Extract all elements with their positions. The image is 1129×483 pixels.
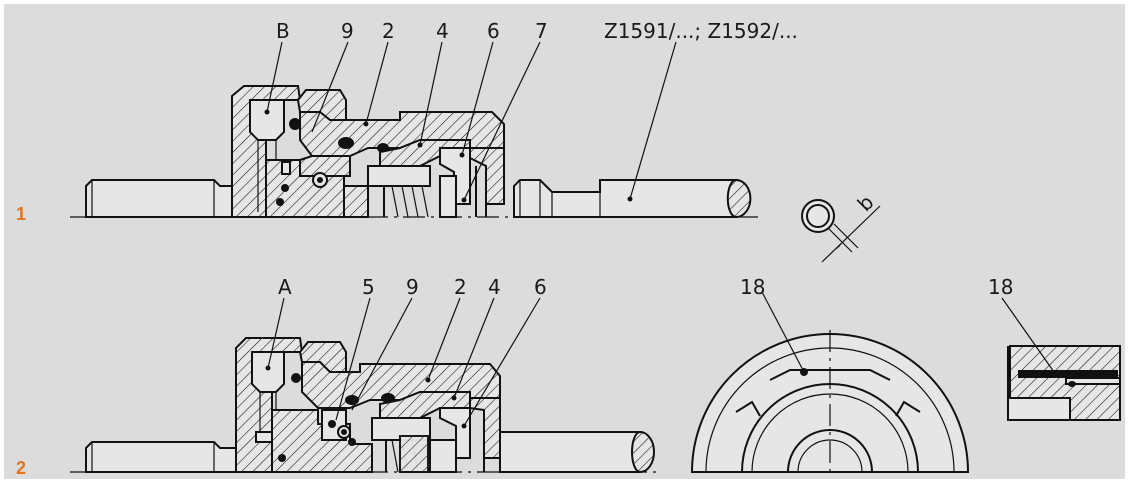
row2-right-shaft [499, 431, 653, 473]
label-18-front: 18 [740, 275, 765, 299]
row1-assembly: B 9 2 4 6 7 Z1591/...; Z1592/... [70, 19, 798, 219]
row2-leaders [267, 297, 541, 427]
row-number-2: 2 [16, 458, 26, 478]
label-2: 2 [382, 19, 395, 43]
row-number-1: 1 [16, 204, 26, 224]
label-18-side: 18 [988, 275, 1013, 299]
row1-bore-b [249, 99, 285, 141]
row2-bore-a [251, 351, 285, 393]
label-9: 9 [341, 19, 354, 43]
row1-leaders [266, 41, 677, 201]
label-5: 5 [362, 275, 375, 299]
label-9-row2: 9 [406, 275, 419, 299]
dim-b-label: b [853, 190, 879, 216]
row2-left-shaft [85, 441, 237, 473]
label-b: B [276, 19, 290, 43]
ring-detail: b [801, 190, 881, 263]
label-4: 4 [436, 19, 449, 43]
row1-left-shaft [85, 179, 233, 218]
label-6: 6 [487, 19, 500, 43]
row2-assembly: A 5 9 2 4 6 [70, 275, 660, 474]
label-2-row2: 2 [454, 275, 467, 299]
label-6-row2: 6 [534, 275, 547, 299]
label-7: 7 [535, 19, 548, 43]
label-a: A [278, 275, 292, 299]
front-view-detail: 18 [690, 275, 970, 478]
side-view-detail: 18 [988, 275, 1121, 421]
label-4-row2: 4 [488, 275, 501, 299]
part-number-label: Z1591/...; Z1592/... [604, 19, 798, 43]
